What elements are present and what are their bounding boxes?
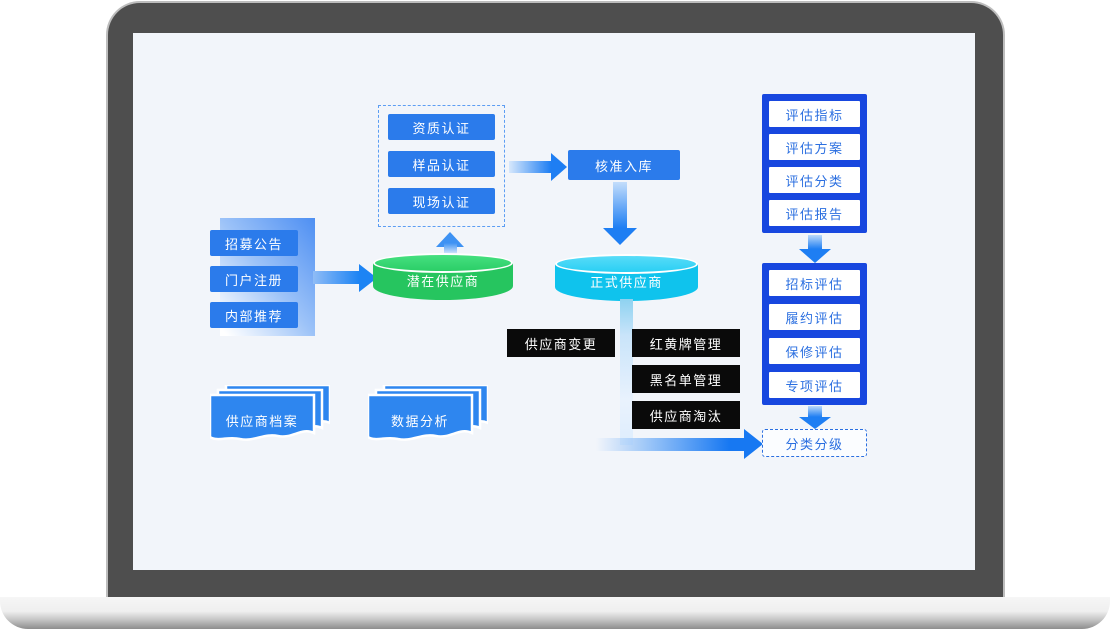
approve-box: 核准入库 <box>568 150 680 180</box>
data-analysis-label: 数据分析 <box>390 415 449 430</box>
potential-supplier-cylinder: 潜在供应商 <box>373 253 513 300</box>
flow-line-formal-down <box>620 299 633 445</box>
supplier-change-box: 供应商变更 <box>507 329 615 357</box>
cylinder-top <box>373 253 513 273</box>
formal-supplier-label: 正式供应商 <box>590 276 663 291</box>
bidding-eval-box: 招标评估 <box>769 270 860 296</box>
recruit-box-portal-register: 门户注册 <box>210 266 298 292</box>
laptop-base <box>0 597 1110 629</box>
eval-classification-box: 评估分类 <box>769 167 860 193</box>
evaluation-exec-group: 招标评估 履约评估 保修评估 专项评估 <box>762 263 867 405</box>
performance-eval-box: 履约评估 <box>769 304 860 330</box>
cylinder-top <box>555 254 698 274</box>
recruit-box-internal-referral: 内部推荐 <box>210 302 298 328</box>
cert-box-onsite: 现场认证 <box>388 188 495 214</box>
stacked-pages-icon <box>210 385 330 441</box>
evaluation-setup-group: 评估指标 评估方案 评估分类 评估报告 <box>762 94 867 233</box>
warranty-eval-box: 保修评估 <box>769 338 860 364</box>
cert-box-qualification: 资质认证 <box>388 114 495 140</box>
data-analysis-docstack: 数据分析 <box>368 385 488 443</box>
eval-report-box: 评估报告 <box>769 200 860 226</box>
red-yellow-card-box: 红黄牌管理 <box>632 329 740 357</box>
eval-indicators-box: 评估指标 <box>769 101 860 127</box>
grading-box: 分类分级 <box>762 429 867 457</box>
supplier-archive-label: 供应商档案 <box>225 415 299 430</box>
certification-group: 资质认证 样品认证 现场认证 <box>378 105 505 227</box>
potential-supplier-label: 潜在供应商 <box>406 275 480 290</box>
cert-box-sample: 样品认证 <box>388 151 495 177</box>
blacklist-box: 黑名单管理 <box>632 365 740 393</box>
stacked-pages-icon <box>368 385 488 441</box>
special-eval-box: 专项评估 <box>769 372 860 398</box>
eval-plan-box: 评估方案 <box>769 134 860 160</box>
formal-supplier-cylinder: 正式供应商 <box>555 254 698 301</box>
recruit-box-announcement: 招募公告 <box>210 230 298 256</box>
supplier-elimination-box: 供应商淘汰 <box>632 401 740 429</box>
supplier-archive-docstack: 供应商档案 <box>210 385 330 443</box>
